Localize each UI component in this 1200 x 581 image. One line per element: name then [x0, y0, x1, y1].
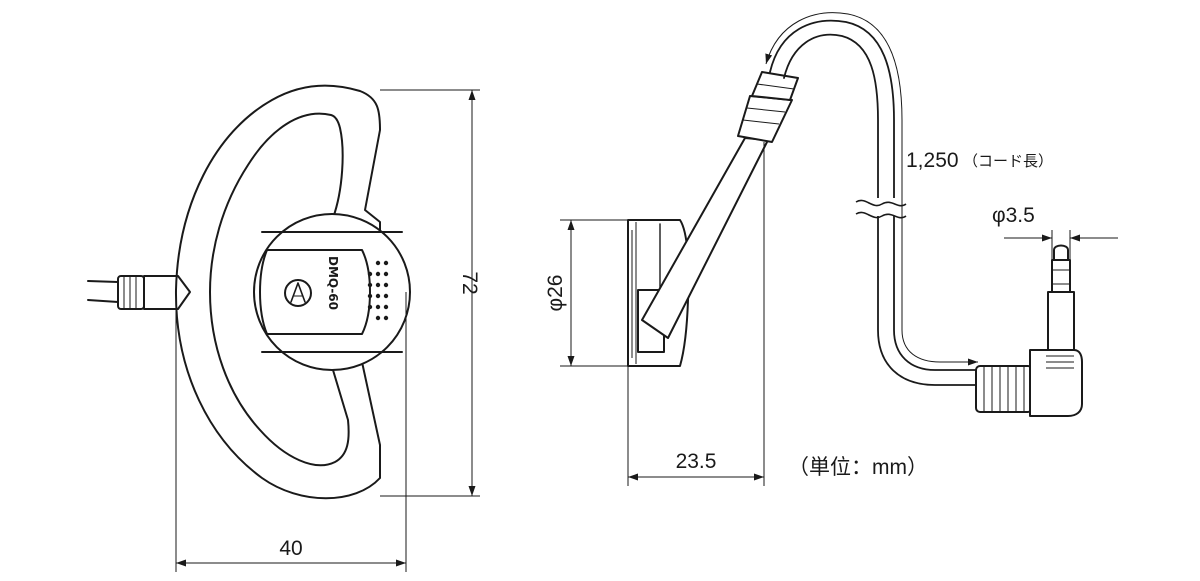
mic-hole	[383, 282, 389, 288]
ear-hook-inner	[209, 112, 350, 467]
mic-hole	[375, 293, 381, 299]
mic-hole	[383, 304, 389, 310]
diameter-dimension-label: φ26	[544, 275, 567, 312]
mic-hole	[367, 282, 373, 288]
mic-hole	[383, 271, 389, 277]
left-cable	[87, 275, 191, 310]
side-view-dimensions: φ26 23.5 1,250 （コード長） φ3.5 （単位：mm）	[544, 12, 1118, 486]
housing-face	[259, 249, 371, 335]
mic-hole	[375, 315, 381, 321]
mic-hole	[367, 293, 373, 299]
cord-connector	[737, 71, 799, 143]
cord	[783, 33, 981, 386]
mic-hole	[383, 315, 389, 321]
front-view-dimensions: 72 40	[175, 89, 481, 572]
housing-band	[261, 231, 403, 353]
model-label: DMQ-60	[326, 256, 340, 310]
plug	[975, 244, 1083, 417]
width-dimension-label: 40	[279, 537, 302, 560]
mic-hole	[375, 304, 381, 310]
side-view	[627, 19, 1083, 417]
mic-hole	[367, 304, 373, 310]
mic-hole	[375, 282, 381, 288]
plug-dimension-label: φ3.5	[992, 204, 1035, 227]
mic-hole	[383, 293, 389, 299]
audio-technica-logo-icon	[284, 279, 312, 307]
mic-hole	[383, 260, 389, 266]
cord-length-note: （コード長）	[963, 152, 1053, 170]
unit-label: （単位：mm）	[788, 456, 928, 479]
front-view: DMQ-60	[87, 84, 411, 500]
cord-length-value: 1,250	[906, 149, 959, 172]
mic-hole	[375, 271, 381, 277]
cord-break-mark	[855, 198, 907, 219]
height-dimension-label: 72	[458, 271, 481, 294]
mic-holes	[367, 260, 389, 321]
mic-hole	[367, 271, 373, 277]
depth-dimension-label: 23.5	[676, 450, 717, 473]
ear-hook-outer	[174, 84, 381, 500]
mic-hole	[375, 260, 381, 266]
